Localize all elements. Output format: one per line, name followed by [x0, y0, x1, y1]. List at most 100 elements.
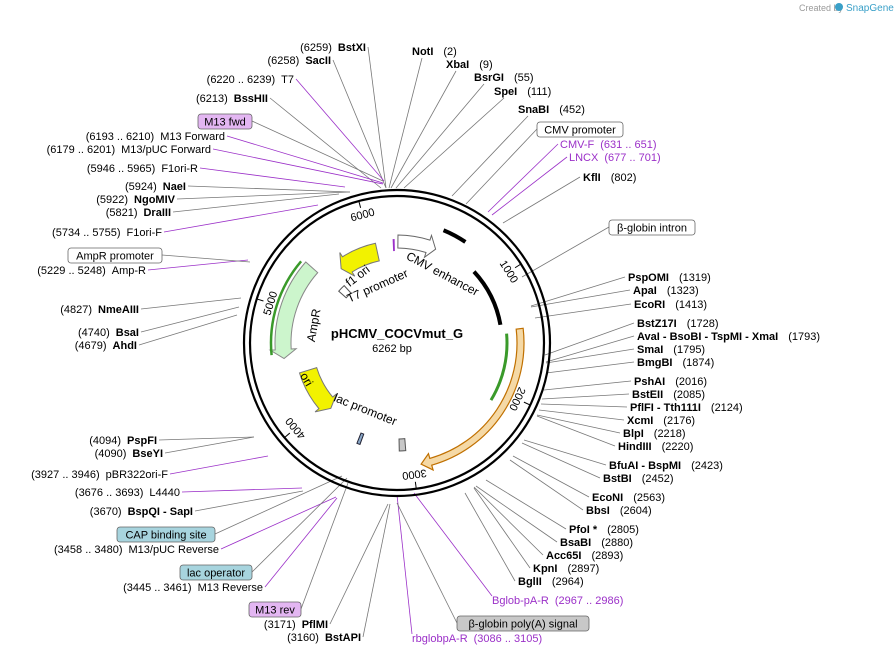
enzyme-name: EcoRI: [634, 299, 665, 311]
feature-ampr-promoter: [338, 284, 352, 299]
primer-site[interactable]: (3927 .. 3946)pBR322ori-F: [31, 469, 168, 481]
leader-line: [545, 348, 635, 364]
enzyme-site[interactable]: BglII(2964): [518, 576, 584, 588]
primer-site[interactable]: LNCX(677 .. 701): [569, 152, 661, 164]
enzyme-position: (2218): [654, 428, 686, 440]
enzyme-site[interactable]: BbsI(2604): [586, 505, 652, 517]
enzyme-site[interactable]: (4090)BseYI: [95, 448, 163, 460]
enzyme-site[interactable]: (6259)BstXI: [300, 42, 366, 54]
enzyme-site[interactable]: BfuAI - BspMI(2423): [609, 460, 723, 472]
enzyme-site[interactable]: PflFI - Tth111I(2124): [630, 402, 743, 414]
cmv-promoter-box[interactable]: CMV promoter: [536, 121, 624, 138]
enzyme-site[interactable]: NotI(2): [412, 46, 457, 58]
enzyme-site[interactable]: Acc65I(2893): [546, 550, 623, 562]
primer-site[interactable]: CMV-F(631 .. 651): [560, 139, 657, 151]
enzyme-site[interactable]: XcmI(2176): [627, 415, 695, 427]
tick-label: 1000: [497, 258, 520, 285]
primer-site[interactable]: (3676 .. 3693)L4440: [75, 487, 180, 499]
enzyme-site[interactable]: (6213)BssHII: [196, 93, 268, 105]
feature--globin-intron: [472, 270, 503, 326]
primer-site[interactable]: (6193 .. 6210)M13 Forward: [86, 131, 225, 143]
m13rev-box[interactable]: M13 rev: [248, 601, 302, 618]
enzyme-site[interactable]: PfoI *(2805): [569, 524, 639, 536]
enzyme-site[interactable]: BmgBI(1874): [637, 357, 714, 369]
primer-site[interactable]: (6220 .. 6239)T7: [207, 74, 294, 86]
primer-site[interactable]: rbglobpA-R(3086 .. 3105): [412, 633, 542, 645]
enzyme-site[interactable]: (4740)BsaI: [78, 327, 139, 339]
enzyme-site[interactable]: (5922)NgoMIV: [96, 194, 175, 206]
enzyme-site[interactable]: BsaBI(2880): [560, 537, 633, 549]
primer-site[interactable]: (5946 .. 5965)F1ori-R: [87, 163, 198, 175]
enzyme-site[interactable]: EcoNI(2563): [592, 492, 665, 504]
cap-box[interactable]: CAP binding site: [116, 526, 216, 543]
tick-mark: [523, 401, 531, 406]
feature-f1-ori: [339, 242, 380, 277]
bglobin-box[interactable]: β-globin intron: [608, 219, 696, 236]
enzyme-site[interactable]: SpeI(111): [494, 86, 551, 98]
enzyme-site[interactable]: XbaI(9): [446, 59, 493, 71]
enzyme-site[interactable]: KpnI(2897): [533, 563, 599, 575]
primer-site[interactable]: (3445 .. 3461)M13 Reverse: [123, 582, 263, 594]
enzyme-name: EcoNI: [592, 492, 623, 504]
leader-line: [502, 176, 581, 224]
amp-prom-box[interactable]: AmpR promoter: [67, 247, 163, 264]
enzyme-name: NmeAIII: [98, 304, 139, 316]
enzyme-site[interactable]: (5821)DraIII: [106, 207, 171, 219]
enzyme-site[interactable]: BsrGI(55): [474, 72, 534, 84]
enzyme-site[interactable]: (5924)NaeI: [125, 181, 186, 193]
snapgene-logo-icon: [835, 3, 843, 11]
enzyme-site[interactable]: HindIII(2220): [618, 441, 693, 453]
enzyme-name: AhdI: [113, 340, 137, 352]
primer-site[interactable]: (3458 .. 3480)M13/pUC Reverse: [54, 544, 219, 556]
m13fwd-box[interactable]: M13 fwd: [197, 113, 253, 130]
leader-line: [396, 494, 413, 635]
polya-box[interactable]: β-globin poly(A) signal: [456, 615, 590, 632]
enzyme-position: (2604): [620, 505, 652, 517]
leader-line: [181, 487, 303, 493]
feature-ori: [298, 366, 337, 413]
snapgene-brand: SnapGene: [846, 3, 894, 14]
enzyme-site[interactable]: SnaBI(452): [518, 104, 585, 116]
enzyme-position: (3160): [287, 632, 319, 644]
enzyme-site[interactable]: AvaI - BsoBI - TspMI - XmaI(1793): [637, 331, 820, 343]
enzyme-site[interactable]: BstZ17I(1728): [637, 318, 719, 330]
primer-position: (5734 .. 5755): [52, 227, 121, 239]
primer-site[interactable]: Bglob-pA-R(2967 .. 2986): [492, 595, 623, 607]
enzyme-site[interactable]: PspOMI(1319): [628, 272, 711, 284]
primer-site[interactable]: (6179 .. 6201)M13/pUC Forward: [47, 144, 211, 156]
enzyme-site[interactable]: EcoRI(1413): [634, 299, 707, 311]
enzyme-site[interactable]: SmaI(1795): [637, 344, 705, 356]
enzyme-site[interactable]: BstBI(2452): [603, 473, 674, 485]
lacop-box[interactable]: lac operator: [179, 564, 253, 581]
enzyme-name: BstZ17I: [637, 318, 677, 330]
enzyme-name: BsaI: [116, 327, 139, 339]
enzyme-site[interactable]: (4827)NmeAIII: [60, 304, 139, 316]
primer-site-name: rbglobpA-R: [412, 633, 468, 645]
enzyme-site[interactable]: KflI(802): [583, 172, 636, 184]
enzyme-site[interactable]: (6258)SacII: [268, 55, 331, 67]
leader-line: [509, 459, 584, 511]
leader-line: [413, 492, 493, 597]
enzyme-site[interactable]: BstEII(2085): [632, 389, 705, 401]
enzyme-site[interactable]: (3670)BspQI - SapI: [90, 506, 193, 518]
leader-line: [540, 403, 628, 408]
enzyme-name: BssHII: [234, 93, 268, 105]
enzyme-site[interactable]: (3160)BstAPI: [287, 632, 361, 644]
primer-site[interactable]: (5734 .. 5755)F1ori-F: [52, 227, 162, 239]
enzyme-site[interactable]: (3171)PflMI: [264, 619, 328, 631]
enzyme-site[interactable]: ApaI(1323): [633, 285, 699, 297]
leader-line: [475, 485, 558, 543]
primer-site[interactable]: (5229 .. 5248)Amp-R: [37, 265, 146, 277]
leader-line: [543, 380, 632, 391]
enzyme-site[interactable]: BlpI(2218): [623, 428, 686, 440]
box-label-text: M13 rev: [255, 605, 295, 617]
box-label-text: CMV promoter: [544, 125, 616, 137]
enzyme-site[interactable]: (4679)AhdI: [75, 340, 137, 352]
enzyme-site[interactable]: (4094)PspFI: [89, 435, 157, 447]
primer-position: (3458 .. 3480): [54, 544, 123, 556]
enzyme-site[interactable]: PshAI(2016): [634, 376, 707, 388]
box-label-text: AmpR promoter: [76, 251, 154, 263]
enzyme-position: (452): [559, 104, 585, 116]
enzyme-name: HindIII: [618, 441, 652, 453]
tick-mark: [414, 481, 417, 489]
